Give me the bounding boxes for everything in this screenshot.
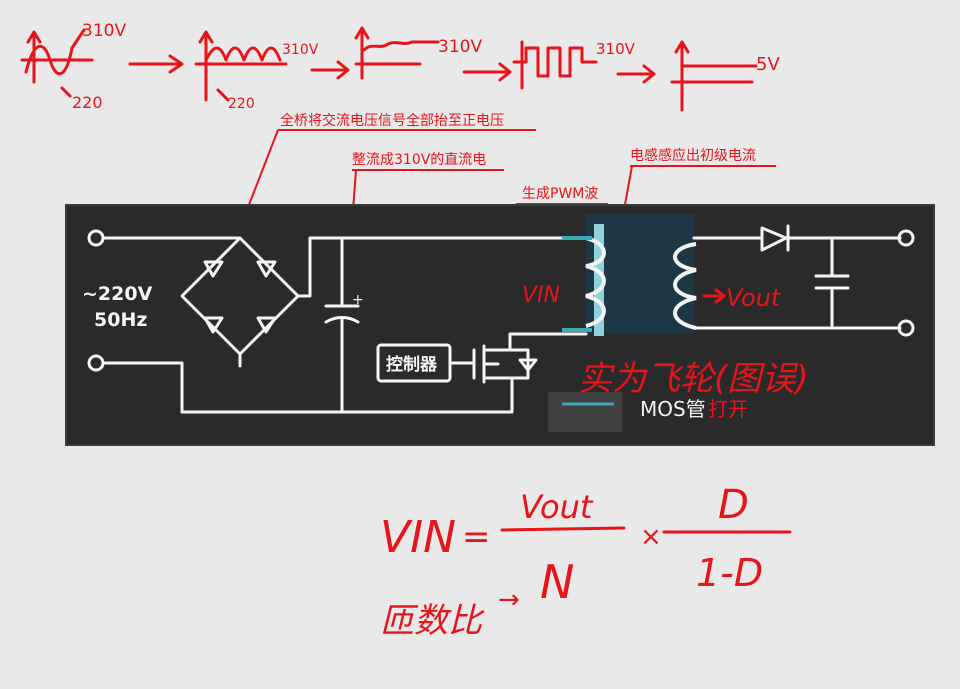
- formula-numerator: Vout: [520, 488, 594, 526]
- annotation-inductor: 电感感应出初级电流: [630, 147, 756, 164]
- turns-ratio-note: 匝数比: [380, 601, 485, 641]
- formula-lhs: VIN: [380, 512, 456, 563]
- arrow-right-icon: [702, 288, 726, 304]
- formula-1-minus-d: 1-D: [696, 551, 763, 595]
- label-220-2: 220: [228, 96, 255, 112]
- arrow-right-icon: [616, 64, 656, 84]
- circuit: ~220V 50Hz + 控制器: [82, 214, 915, 432]
- label-5v: 5V: [756, 54, 780, 75]
- waveform-sequence: 310V 220 310V 220 310V 310V: [20, 21, 780, 112]
- circuit-handwriting: VIN Vout 实为飞轮(图误): [522, 283, 809, 399]
- mos-action-label: 打开: [708, 397, 748, 421]
- formula-times: ×: [640, 522, 662, 552]
- annotation-rectify: 整流成310V的直流电: [352, 151, 486, 168]
- output-terminal-top: [897, 229, 915, 247]
- ac-sine-sketch: [20, 28, 94, 98]
- dc-5v-sketch: [670, 40, 758, 112]
- fraction-bar-1: [500, 526, 626, 532]
- arrow-right-icon: [462, 62, 512, 82]
- label-310v-4: 310V: [596, 40, 636, 58]
- bridge-diodes: [203, 260, 277, 334]
- label-310v-1: 310V: [82, 21, 126, 41]
- output-terminal-bottom: [897, 319, 915, 337]
- formula: VIN = Vout N × D 1-D 匝数比 →: [380, 482, 792, 641]
- vin-handwritten: VIN: [522, 283, 560, 308]
- pwm-sketch: [512, 40, 598, 90]
- annotation-bridge: 全桥将交流电压信号全部抬至正电压: [280, 112, 504, 129]
- chalkboard: [65, 204, 935, 446]
- formula-denominator: N: [540, 555, 574, 609]
- ac-freq-label: 50Hz: [94, 309, 147, 331]
- turns-ratio-arrow: →: [498, 585, 520, 615]
- transformer: [558, 214, 697, 336]
- filter-capacitor: [324, 236, 360, 414]
- arrow-right-icon: [128, 54, 184, 74]
- annotation-pwm: 生成PWM波: [522, 186, 598, 202]
- mos-label: MOS管: [640, 397, 706, 421]
- dc-sketch: [354, 26, 440, 80]
- controller-label: 控制器: [386, 354, 438, 375]
- label-220-1: 220: [72, 93, 103, 112]
- cap-plus-label: +: [352, 292, 364, 308]
- rectified-sketch: [194, 30, 288, 102]
- correction-note: 实为飞轮(图误): [578, 359, 809, 399]
- arrow-right-icon: [310, 60, 350, 80]
- mosfet: [472, 332, 584, 394]
- label-310v-2: 310V: [282, 42, 319, 58]
- label-310v-3: 310V: [438, 37, 482, 57]
- ac-source-label: ~220V: [82, 283, 153, 305]
- vout-handwritten: Vout: [726, 284, 782, 312]
- formula-d: D: [718, 482, 749, 528]
- output-capacitor: [814, 236, 850, 330]
- formula-equals: =: [462, 517, 491, 557]
